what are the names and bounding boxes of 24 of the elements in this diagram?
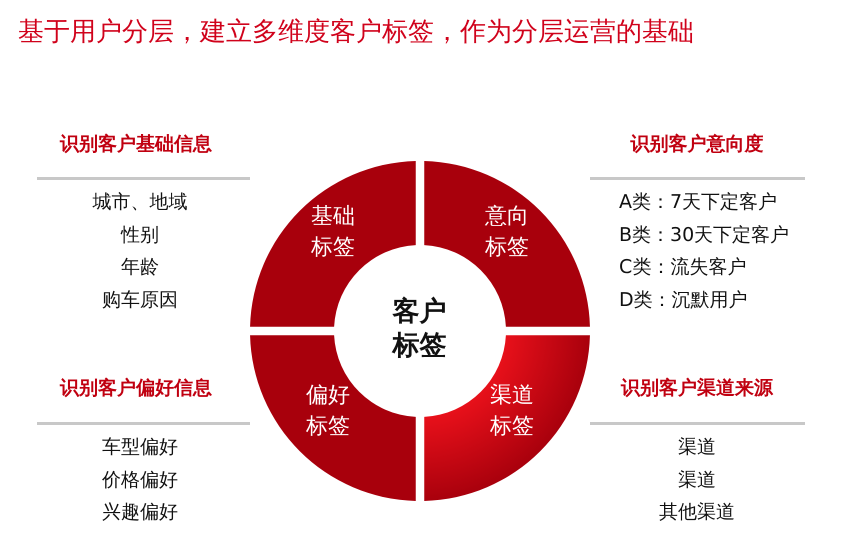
list-item: 年龄 bbox=[121, 255, 159, 280]
list-item: A类：7天下定客户 bbox=[619, 190, 778, 215]
list-item: 其他渠道 bbox=[659, 500, 735, 525]
segment-label: 偏好标签 bbox=[305, 382, 352, 441]
list-item: 性别 bbox=[121, 222, 159, 248]
list-item: 价格偏好 bbox=[102, 468, 178, 492]
segment-label: 渠道标签 bbox=[489, 382, 536, 441]
list-item: 兴趣偏好 bbox=[102, 500, 178, 525]
section-heading: 识别客户意向度 bbox=[630, 132, 764, 157]
center-label: 客户标签 bbox=[391, 295, 448, 362]
list-item: B类：30天下定客户 bbox=[619, 222, 790, 248]
section-heading: 识别客户偏好信息 bbox=[60, 376, 212, 401]
list-item: 渠道 bbox=[678, 435, 716, 460]
list-item: 城市、地域 bbox=[92, 190, 188, 215]
list-item: 购车原因 bbox=[102, 288, 178, 312]
list-item: D类：沉默用户 bbox=[619, 288, 748, 312]
list-item: C类：流失客户 bbox=[619, 255, 746, 280]
list-item: 车型偏好 bbox=[102, 435, 178, 460]
section-heading: 识别客户渠道来源 bbox=[621, 376, 773, 401]
section-heading: 识别客户基础信息 bbox=[60, 132, 212, 157]
segment-label: 基础标签 bbox=[310, 203, 356, 262]
segment-label: 意向标签 bbox=[484, 203, 530, 262]
list-item: 渠道 bbox=[678, 468, 716, 492]
title: 基于用户分层，建立多维度客户标签，作为分层运营的基础 bbox=[18, 16, 694, 49]
